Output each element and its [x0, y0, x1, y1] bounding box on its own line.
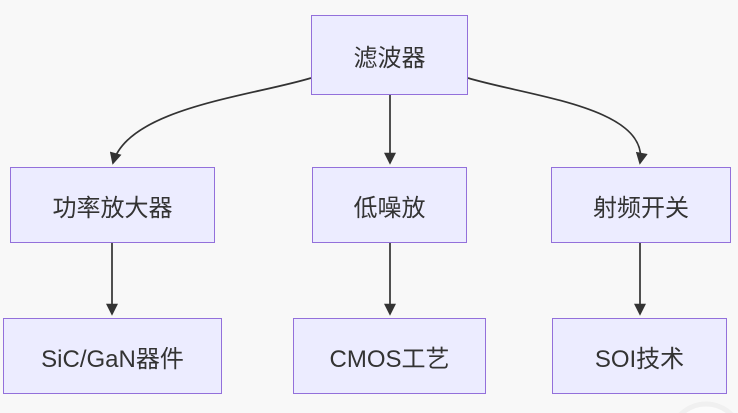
node-cmos-process: CMOS工艺: [293, 318, 486, 394]
node-sic-gan-devices: SiC/GaN器件: [3, 318, 222, 394]
node-lna: 低噪放: [312, 167, 467, 243]
node-rf-switch: 射频开关: [551, 167, 731, 243]
node-filter: 滤波器: [311, 15, 468, 95]
node-power-amplifier-label: 功率放大器: [52, 194, 173, 222]
node-soi-technology: SOI技术: [552, 318, 727, 394]
node-soi-technology-label: SOI技术: [594, 345, 685, 373]
edge-filter-to-rf-switch: [467, 77, 648, 165]
node-lna-label: 低噪放: [353, 194, 426, 222]
node-filter-label: 滤波器: [353, 44, 426, 72]
watermark-circle: [678, 401, 734, 413]
node-rf-switch-label: 射频开关: [593, 194, 689, 222]
node-power-amplifier: 功率放大器: [10, 167, 215, 243]
node-sic-gan-devices-label: SiC/GaN器件: [41, 345, 184, 373]
node-cmos-process-label: CMOS工艺: [329, 345, 450, 373]
edge-filter-to-power-amplifier: [109, 77, 312, 165]
